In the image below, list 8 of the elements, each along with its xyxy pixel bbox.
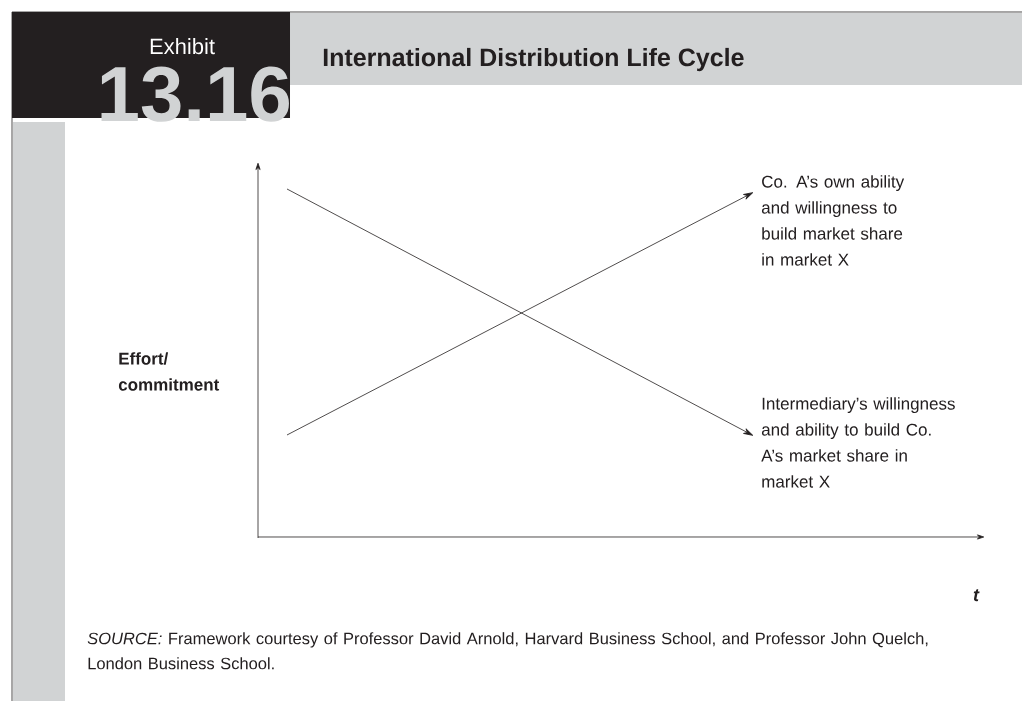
axis-label: t [973,589,980,602]
curve-label: Intermediary’s willingness and ability to build Co. A’s market share in market X [761,397,955,488]
source-note: SOURCE: Framework courtesy of Professor David Arnold, Harvard Business School, and Professor John Quelch, London Business School. [87,632,928,670]
axis-label: Effort/ commitment [118,352,220,391]
exhibit-label: Exhibit [150,38,215,55]
exhibit-number: 13.16 [101,66,289,122]
title: International Distribution Life Cycle [323,47,744,72]
curve-label: Co. A’s own ability and willingness to build market share in market X [761,175,905,266]
